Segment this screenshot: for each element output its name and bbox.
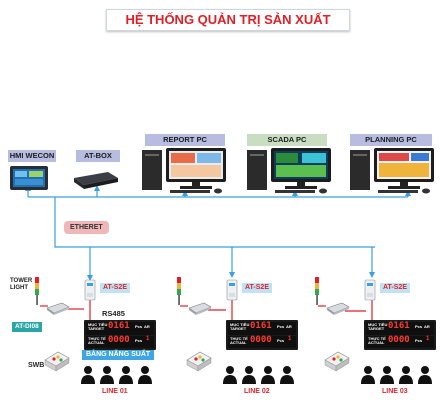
at-s2e-gateway-icon xyxy=(226,279,238,301)
at-di08-module-icon xyxy=(326,302,350,315)
board-unit-top: Pcs xyxy=(415,324,423,329)
report-pc-icon xyxy=(142,148,226,194)
at-box-icon xyxy=(74,172,118,189)
at-s2e-gateway-icon xyxy=(84,279,96,301)
swb-button-box-icon xyxy=(44,351,70,372)
planning-pc-icon xyxy=(350,148,434,194)
board-actual-vi: THỰC TẾ xyxy=(230,336,248,341)
board-rate-value: 1 xyxy=(146,336,150,342)
tower-light-icon xyxy=(35,277,39,305)
ethernet-label: ETHERET xyxy=(64,221,109,234)
board-actual-vi: THỰC TẾ xyxy=(88,336,106,341)
board-actual-value: 0000 xyxy=(250,335,272,345)
board-actual-en: ACTUAL xyxy=(368,340,385,345)
board-actual-value: 0000 xyxy=(108,335,130,345)
productivity-board-icon xyxy=(84,320,156,350)
swb-button-box-icon xyxy=(186,351,212,372)
board-target-value: 0161 xyxy=(108,321,130,331)
board-unit-top: Pcs xyxy=(135,324,143,329)
workers-icon xyxy=(223,366,294,384)
line-label: LINE 01 xyxy=(102,388,128,395)
board-unit-bottom: Pcs xyxy=(415,338,423,343)
board-target-en: TARGET xyxy=(230,326,247,331)
board-actual-en: ACTUAL xyxy=(88,340,105,345)
planning-pc-header: PLANNING PC xyxy=(350,134,432,146)
hmi-wecon-icon xyxy=(10,166,48,190)
tower-light-icon xyxy=(315,277,319,305)
board-target-value: 0161 xyxy=(250,321,272,331)
board-rate-label: AR xyxy=(286,324,292,329)
board-target-vi: MỤC TIÊU xyxy=(230,322,250,327)
workers-icon xyxy=(81,366,152,384)
workers-icon xyxy=(361,366,432,384)
board-target-en: TARGET xyxy=(88,326,105,331)
board-target-value: 0161 xyxy=(388,321,410,331)
at-s2e-gateway-icon xyxy=(364,279,376,301)
at-di08-module-icon xyxy=(46,302,70,315)
at-di08-label: AT-DI08 xyxy=(12,322,42,332)
at-s2e-label: AT-S2E xyxy=(100,283,130,293)
board-rate-label: AR xyxy=(144,324,150,329)
scada-pc-icon xyxy=(247,148,331,194)
line-label: LINE 02 xyxy=(244,388,270,395)
at-di08-module-icon xyxy=(188,302,212,315)
board-target-en: TARGET xyxy=(368,326,385,331)
at-s2e-label: AT-S2E xyxy=(242,283,272,293)
board-actual-value: 0000 xyxy=(388,335,410,345)
report-pc-header: REPORT PC xyxy=(145,134,225,146)
board-unit-top: Pcs xyxy=(277,324,285,329)
line-label: LINE 03 xyxy=(382,388,408,395)
board-rate-value: 1 xyxy=(288,336,292,342)
productivity-board-icon xyxy=(364,320,436,350)
board-unit-bottom: Pcs xyxy=(277,338,285,343)
board-rate-value: 1 xyxy=(426,336,430,342)
board-target-vi: MỤC TIÊU xyxy=(368,322,388,327)
productivity-board-label: BẢNG NĂNG SUẤT xyxy=(82,350,155,360)
scada-pc-header: SCADA PC xyxy=(247,134,327,146)
tower-light-label: TOWER LIGHT xyxy=(10,278,33,291)
board-actual-en: ACTUAL xyxy=(230,340,247,345)
board-unit-bottom: Pcs xyxy=(135,338,143,343)
tower-light-icon xyxy=(177,277,181,305)
at-s2e-label: AT-S2E xyxy=(380,283,410,293)
swb-label: SWB xyxy=(28,362,45,369)
diagram-title: HỆ THỐNG QUẢN TRỊ SẢN XUẤT xyxy=(106,9,350,31)
productivity-board-icon xyxy=(226,320,298,350)
board-actual-vi: THỰC TẾ xyxy=(368,336,386,341)
swb-button-box-icon xyxy=(324,351,350,372)
rs485-label: RS485 xyxy=(102,309,125,318)
board-target-vi: MỤC TIÊU xyxy=(88,322,108,327)
hmi-header: HMI WECON xyxy=(8,150,56,162)
atbox-header: AT-BOX xyxy=(76,150,120,162)
board-rate-label: AR xyxy=(424,324,430,329)
